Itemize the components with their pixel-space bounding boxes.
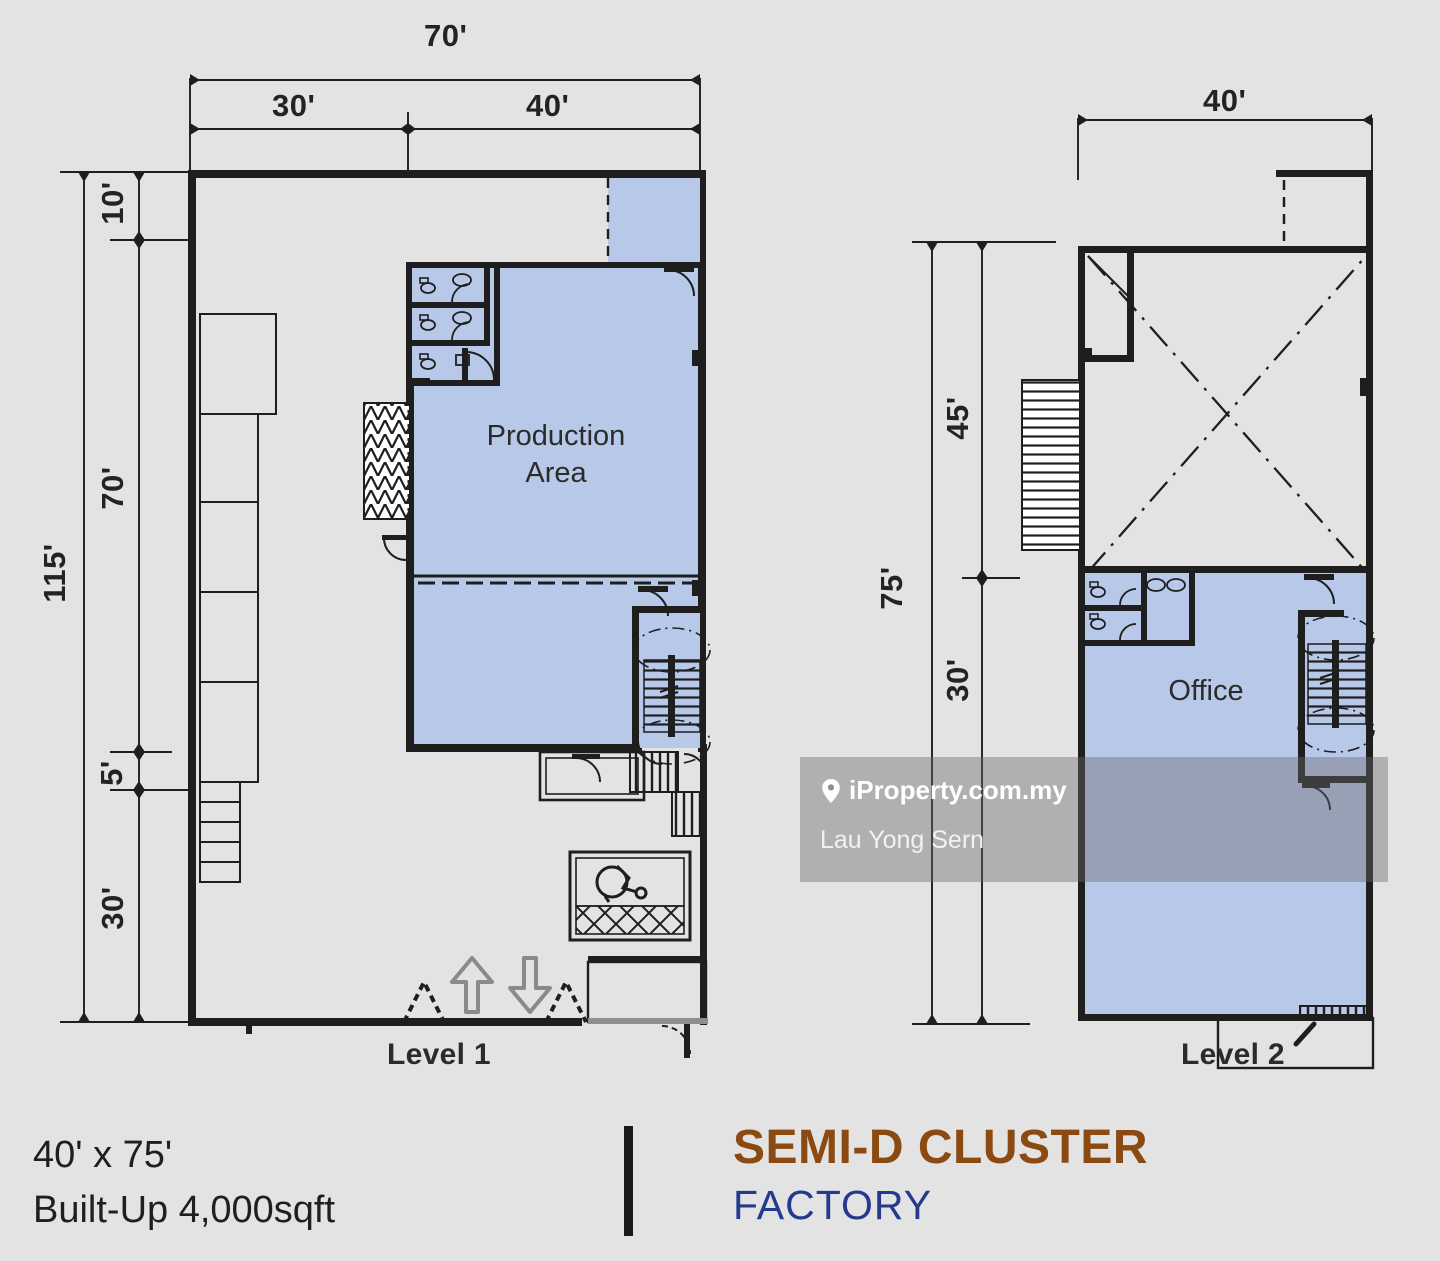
level2-caption: Level 2 (1181, 1038, 1285, 1071)
level1-dim-left-seg-10: 10' (95, 181, 130, 225)
location-pin-icon (822, 778, 840, 803)
level1-dim-left-seg-70: 70' (95, 466, 130, 510)
level2-dimension-lines (912, 114, 1373, 1025)
level1-caption: Level 1 (387, 1038, 491, 1071)
level1-dimension-lines (60, 74, 701, 1023)
footer-divider (624, 1126, 633, 1236)
level1-entrance (188, 956, 588, 1025)
level1-dim-top-left: 30' (272, 88, 316, 123)
level1-dim-left-seg-5: 5' (94, 760, 129, 786)
watermark-agent: Lau Yong Sern (820, 826, 985, 854)
level2-external-stair (1021, 379, 1081, 551)
level2-store-room (1085, 253, 1134, 362)
watermark-overlay: iProperty.com.my Lau Yong Sern (800, 757, 1388, 882)
level1-utility-room (538, 744, 707, 840)
lot-size-text: 40' x 75' (33, 1134, 173, 1176)
level1-staircase (632, 586, 711, 765)
wheelchair-icon (595, 864, 648, 903)
level2-dim-left-seg-45: 45' (940, 396, 975, 440)
floorplan-drawing (60, 74, 1375, 1070)
production-area-label: Production Area (486, 420, 626, 490)
level1-dim-top-overall: 70' (424, 18, 468, 53)
level2-dim-left-seg-30: 30' (940, 658, 975, 702)
level2-staircase (1297, 574, 1375, 811)
watermark-brand: iProperty.com.my (849, 775, 1067, 805)
level1-side-door (382, 535, 408, 561)
level2-void-divider (1085, 566, 1373, 573)
level1-ramp (363, 402, 411, 520)
level1-dim-left-overall: 115' (37, 543, 72, 603)
level1-prod-door-ne (664, 266, 695, 297)
level1-disabled-parking-bay (568, 850, 692, 942)
level1-parking-bays (199, 313, 277, 883)
footer-right: SEMI-D CLUSTER FACTORY (733, 1121, 1148, 1230)
level1-dim-left-seg-30: 30' (95, 886, 130, 930)
footer-bar: 40' x 75' Built-Up 4,000sqft SEMI-D CLUS… (0, 1100, 1440, 1261)
level1-site-boundary (188, 170, 706, 1034)
footer-left: 40' x 75' Built-Up 4,000sqft (33, 1128, 335, 1238)
built-up-text: Built-Up 4,000sqft (33, 1189, 336, 1232)
level2-dim-left-overall: 75' (874, 566, 909, 610)
level1-shutter-line (414, 574, 700, 585)
office-label: Office (1168, 675, 1244, 707)
watermark-brand-row: iProperty.com.my (800, 757, 1388, 806)
product-subtitle: FACTORY (733, 1181, 933, 1228)
level1-loading-bay (410, 178, 706, 269)
level1-toilets (412, 268, 500, 386)
level1-dim-top-right: 40' (526, 88, 570, 123)
level1-guard-house (586, 840, 708, 1058)
level2-dim-top-overall: 40' (1203, 83, 1247, 118)
level2-porch (1216, 1005, 1375, 1070)
product-title: SEMI-D CLUSTER (733, 1121, 1148, 1174)
